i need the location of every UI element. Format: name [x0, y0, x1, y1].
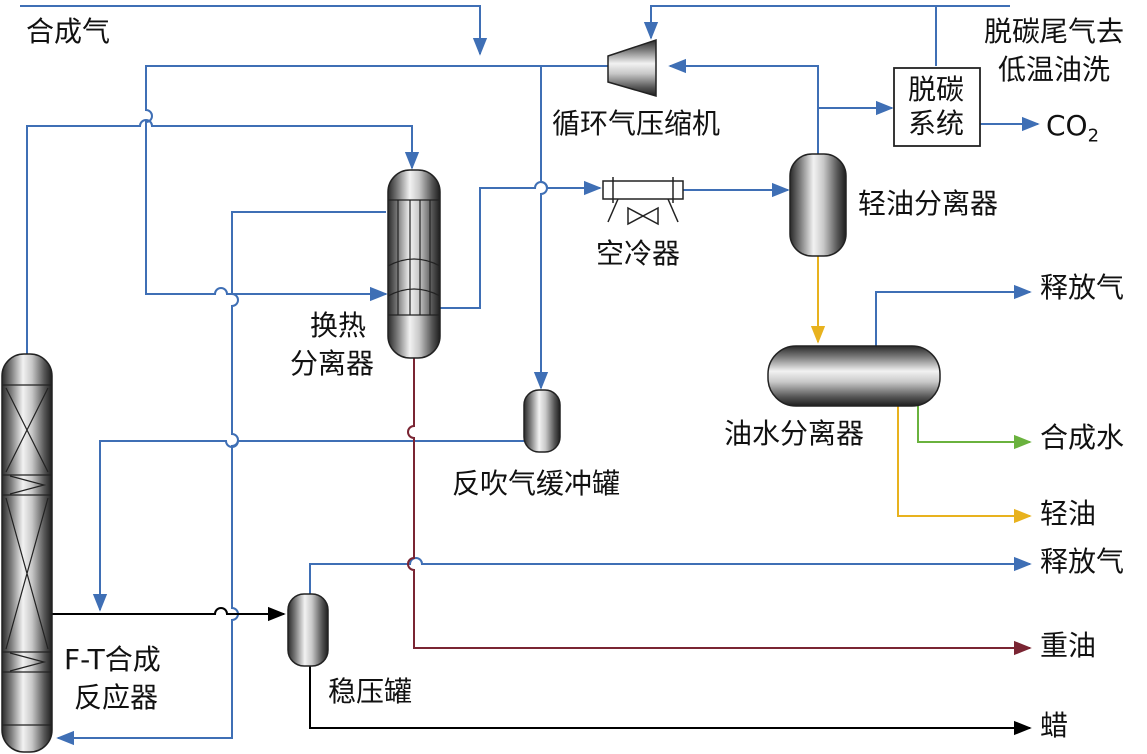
- ft-reactor[interactable]: [1, 353, 53, 753]
- label-decarb-tail-1: 脱碳尾气去: [984, 15, 1125, 48]
- label-air-cooler: 空冷器: [596, 237, 681, 270]
- surge-tank[interactable]: [287, 593, 329, 667]
- synthetic-water-line: [917, 404, 1032, 450]
- label-release-gas-1: 释放气: [1040, 271, 1125, 304]
- reactor-outlet-line: [26, 119, 420, 356]
- label-co2: CO2: [1046, 109, 1100, 147]
- label-light-oil-separator: 轻油分离器: [858, 187, 999, 220]
- label-hx-separator-1: 换热: [310, 309, 367, 342]
- oil-water-separator[interactable]: [767, 345, 941, 407]
- hx-to-cooler-line: [440, 180, 602, 309]
- syngas-feed-line: [20, 5, 488, 56]
- label-back-blow-tank: 反吹气缓冲罐: [452, 467, 621, 500]
- label-light-oil: 轻油: [1040, 497, 1097, 530]
- label-co2-sub: 2: [1087, 125, 1100, 147]
- decarb-return-line: [643, 5, 936, 40]
- label-synthetic-water: 合成水: [1040, 421, 1125, 454]
- release-gas-line-2: [309, 556, 1032, 596]
- label-syngas-in: 合成气: [26, 15, 111, 48]
- label-decarb-sys-1: 脱碳: [908, 73, 965, 106]
- label-compressor: 循环气压缩机: [552, 107, 721, 140]
- label-decarb-tail-2: 低温油洗: [998, 53, 1111, 86]
- label-oil-water-separator: 油水分离器: [724, 417, 865, 450]
- label-decarb-sys-2: 系统: [908, 107, 965, 140]
- recycle-compressor[interactable]: [607, 38, 657, 97]
- gas-header-line: [145, 65, 608, 302]
- label-ft-reactor-2: 反应器: [74, 681, 159, 714]
- wax-line: [309, 664, 1032, 736]
- label-release-gas-2: 释放气: [1040, 545, 1125, 578]
- backblow-feed-line: [533, 66, 549, 390]
- label-surge-tank: 稳压罐: [328, 675, 413, 708]
- label-heavy-oil: 重油: [1040, 629, 1097, 662]
- gas-lines: [20, 5, 1040, 746]
- label-wax: 蜡: [1040, 709, 1069, 742]
- back-blow-buffer-tank[interactable]: [523, 389, 561, 453]
- decarb-system-box[interactable]: [893, 67, 981, 147]
- hx-separator[interactable]: [387, 169, 441, 359]
- reactor-product-line: [48, 606, 286, 622]
- air-cooler[interactable]: [602, 177, 684, 226]
- release-gas-line-1: [875, 284, 1032, 346]
- heavy-oil-line: [407, 356, 1032, 656]
- separator-gas-line: [668, 58, 819, 156]
- light-oil-separator[interactable]: [789, 153, 847, 257]
- label-hx-separator-2: 分离器: [290, 347, 375, 380]
- light-oil-line: [897, 404, 1032, 524]
- backblow-to-reactor-line: [92, 440, 524, 612]
- label-ft-reactor-1: F-T合成: [64, 643, 161, 676]
- label-co2-main: CO: [1046, 109, 1088, 142]
